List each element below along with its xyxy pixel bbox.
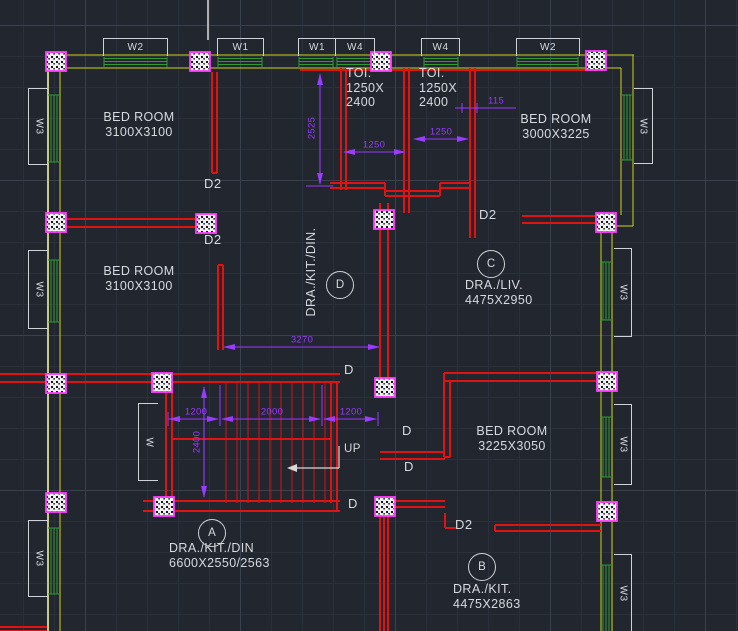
- room-label-dra-kit-b: DRA./KIT.4475X2863: [453, 582, 521, 611]
- window-tag-w3: W3: [634, 88, 653, 164]
- door-tag-d: D: [402, 423, 412, 438]
- window-tag-w3: W3: [28, 250, 48, 329]
- grid-bubble-b: B: [468, 553, 496, 581]
- door-tag-d2: D2: [204, 232, 222, 247]
- door-tag-d: D: [344, 362, 354, 377]
- window-tag-w3: W3: [614, 248, 632, 337]
- door-tag-d: D: [348, 496, 358, 511]
- dim-stair-well: 2000: [260, 406, 284, 418]
- dim-stair-flight-left: 1200: [184, 406, 208, 418]
- column-markers: [45, 50, 618, 522]
- interior-walls-red: [0, 68, 601, 631]
- grid-bubble-c: C: [477, 250, 505, 278]
- window-tag-w4: W4: [421, 38, 460, 56]
- window-tag-w3: W3: [614, 554, 632, 631]
- door-tag-d2: D2: [455, 517, 473, 532]
- grid-bubble-a: A: [198, 519, 226, 547]
- window-tag-w2: W2: [516, 38, 580, 56]
- window-glazing-green: [48, 57, 633, 631]
- dim-toilet-depth: 2525: [306, 116, 318, 140]
- dim-toilet2-width: 1250: [429, 126, 453, 138]
- stair-treads: [225, 383, 326, 503]
- door-tag-d2: D2: [479, 207, 497, 222]
- dim-hall-width: 3270: [290, 334, 314, 346]
- up-leader-arrow: [287, 446, 340, 472]
- door-tag-d2: D2: [204, 176, 222, 191]
- up-annotation: UP: [344, 443, 361, 455]
- grid-bubble-d: D: [326, 271, 354, 299]
- window-tag-w4: W4: [335, 38, 375, 56]
- window-tag-w: W: [138, 403, 158, 481]
- exterior-walls-yellow: [47, 54, 634, 631]
- window-tag-w3: W3: [614, 404, 632, 485]
- window-tag-w3: W3: [28, 520, 48, 597]
- dimension-lines: [167, 73, 516, 498]
- dim-stair-flight-right: 1200: [339, 406, 363, 418]
- door-tag-d: D: [404, 459, 414, 474]
- dim-wall-offset: 115: [487, 95, 505, 107]
- room-label-dra-liv: DRA./LIV.4475X2950: [465, 278, 533, 307]
- window-tag-w2: W2: [103, 38, 168, 56]
- window-tag-w1: W1: [217, 38, 264, 56]
- dim-stair-depth: 2400: [191, 430, 203, 454]
- window-tag-w3: W3: [28, 88, 48, 165]
- dim-toilet1-width: 1250: [362, 139, 386, 151]
- window-tag-w1: W1: [298, 38, 336, 56]
- room-label-dra-kit-din-vertical: DRA./KIT./DIN.: [303, 227, 318, 317]
